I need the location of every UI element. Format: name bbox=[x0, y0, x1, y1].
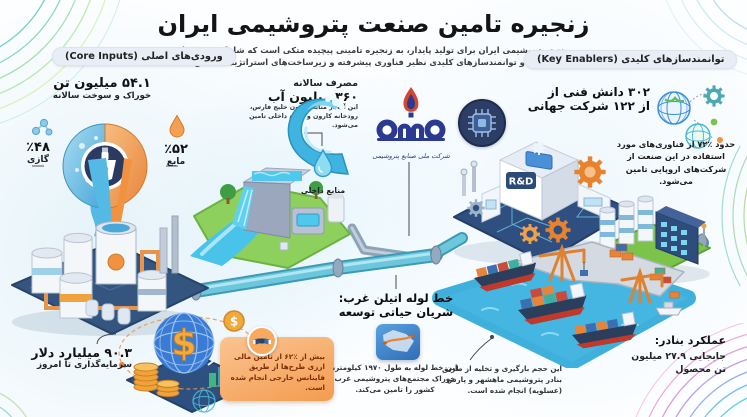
port-note: این حجم بارگیری و تخلیه از طریق بنادر پت… bbox=[442, 364, 562, 395]
rnd-building-label: R&D bbox=[509, 177, 534, 188]
iran-pipeline-map-icon bbox=[376, 324, 420, 360]
global-technology-network-icon bbox=[657, 85, 725, 149]
knowledge-stat: ۳۰۲ دانش فنی از از ۱۲۲ شرکت جهانی bbox=[505, 85, 650, 113]
ports-value-line-2: تن محصول bbox=[675, 364, 726, 376]
europe-technology-note: حدود ٪۷۲ از فناوری‌های مورد استفاده در ا… bbox=[616, 139, 736, 186]
page-subtitle: صنعت پتروشیمی ایران برای تولید پایدار، ب… bbox=[0, 45, 747, 68]
investment-stat: ۹۰.۳ میلیارد دلار سرمایه‌گذاری تا امروز bbox=[18, 345, 132, 370]
liquid-share-label: مایع bbox=[166, 157, 186, 167]
pipeline-title-line-1: خط لوله اتیلن غرب: bbox=[338, 291, 454, 305]
npc-logo-caption: شرکت ملی صنایع پتروشیمی bbox=[372, 152, 450, 160]
feed-label: خوراک و سوخت سالانه bbox=[52, 91, 152, 101]
feed-value: ۵۴.۱ میلیون تن bbox=[53, 76, 151, 91]
water-treatment-facility-illustration bbox=[190, 167, 351, 269]
ports-stat: عملکرد بنادر: جابجایی ۲۷.۹ میلیون تن محص… bbox=[616, 333, 726, 377]
gas-molecule-icon bbox=[31, 118, 53, 136]
knowledge-line-1: ۳۰۲ دانش فنی از bbox=[547, 85, 650, 99]
handshake-icon bbox=[247, 326, 277, 356]
core-inputs-badge: ورودی‌های اصلی (Core Inputs) bbox=[52, 47, 236, 66]
subtitle-line-1: صنعت پتروشیمی ایران برای تولید پایدار، ب… bbox=[174, 45, 573, 55]
port-ships-illustration bbox=[432, 241, 696, 368]
feed-stat: ۵۴.۱ میلیون تن خوراک و سوخت سالانه bbox=[50, 76, 154, 101]
subtitle-line-2: اساسی و توانمندسازهای کلیدی نظیر فناوری … bbox=[188, 56, 559, 67]
petrochemical-plant-illustration bbox=[11, 158, 209, 336]
domestic-sources-label: منابع داخلی bbox=[300, 186, 346, 195]
cpu-chip-icon bbox=[458, 99, 506, 147]
ports-value-line-1: جابجایی ۲۷.۹ میلیون bbox=[631, 350, 726, 362]
decor-right-middle bbox=[721, 146, 747, 286]
ocean-wave-illustration bbox=[287, 96, 350, 175]
knowledge-line-2: از ۱۲۲ شرکت جهانی bbox=[527, 99, 650, 113]
domestic-water-droplet-icon bbox=[313, 148, 333, 178]
gas-share-value: ٪۴۸ bbox=[26, 140, 50, 155]
ports-title: عملکرد بنادر: bbox=[654, 334, 726, 347]
svg-text:$: $ bbox=[230, 315, 238, 329]
svg-text:$: $ bbox=[171, 323, 196, 364]
npc-company-logo: شرکت ملی صنایع پتروشیمی bbox=[372, 87, 450, 160]
key-enablers-badge: توانمندسازهای کلیدی (Key Enablers) bbox=[524, 50, 738, 69]
liquid-droplet-icon bbox=[169, 114, 185, 138]
gas-share-label: گازی bbox=[26, 155, 50, 165]
pipeline-title-line-2: شریان حیاتی توسعه bbox=[338, 305, 454, 319]
water-title: مصرف سالانه bbox=[293, 78, 358, 89]
finance-note-card: بیش از ٪۶۲ از تامین مالی ارزی طرح‌ها از … bbox=[220, 337, 334, 401]
pipeline-note: این خط لوله به طول ۱۹۷۰ کیلومتر، خوراک م… bbox=[332, 363, 458, 394]
investment-value: ۹۰.۳ میلیارد دلار bbox=[31, 345, 132, 360]
pipeline-callout: خط لوله اتیلن غرب: شریان حیاتی توسعه bbox=[330, 291, 462, 319]
liquid-share: ٪۵۲ مایع bbox=[152, 142, 200, 167]
liquid-share-value: ٪۵۲ bbox=[164, 142, 188, 157]
gas-share: ٪۴۸ گازی bbox=[14, 140, 62, 165]
page-title: زنجیره تامین صنعت پتروشیمی ایران bbox=[157, 10, 590, 38]
investment-label: سرمایه‌گذاری تا امروز bbox=[36, 360, 132, 370]
